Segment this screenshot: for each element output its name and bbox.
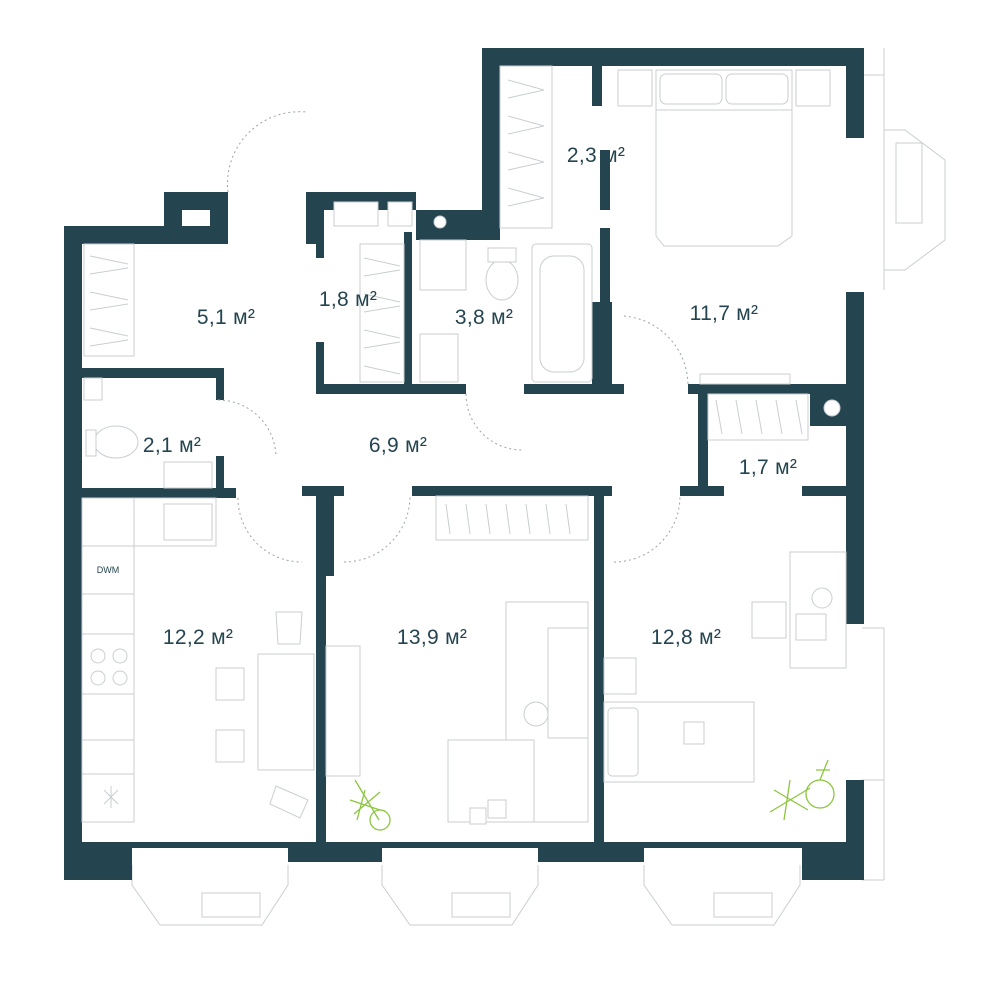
area-label-kitchen: 12,2 м² [163,626,233,649]
room-labels: 2,3 м² 5,1 м² 1,8 м² 3,8 м² 11,7 м² 2,1 … [97,144,797,649]
furniture [81,65,847,825]
dishwasher-label: DWM [97,565,120,575]
area-label-wardrobe-top: 2,3 м² [567,144,625,167]
area-label-bedroom-master: 11,7 м² [690,302,759,325]
balconies [131,48,946,926]
area-label-living-room: 13,9 м² [397,626,467,649]
area-label-closet-right: 1,7 м² [739,456,797,479]
area-label-bathroom: 3,8 м² [455,306,513,329]
walls [64,48,864,880]
area-label-bedroom-second: 12,8 м² [651,626,721,649]
area-label-hallway: 6,9 м² [369,434,427,457]
area-label-wc: 2,1 м² [143,434,201,457]
area-label-hall-storage: 5,1 м² [197,306,255,329]
plants [103,759,835,831]
door-swings [217,111,689,563]
area-label-closet-small: 1,8 м² [319,288,377,311]
